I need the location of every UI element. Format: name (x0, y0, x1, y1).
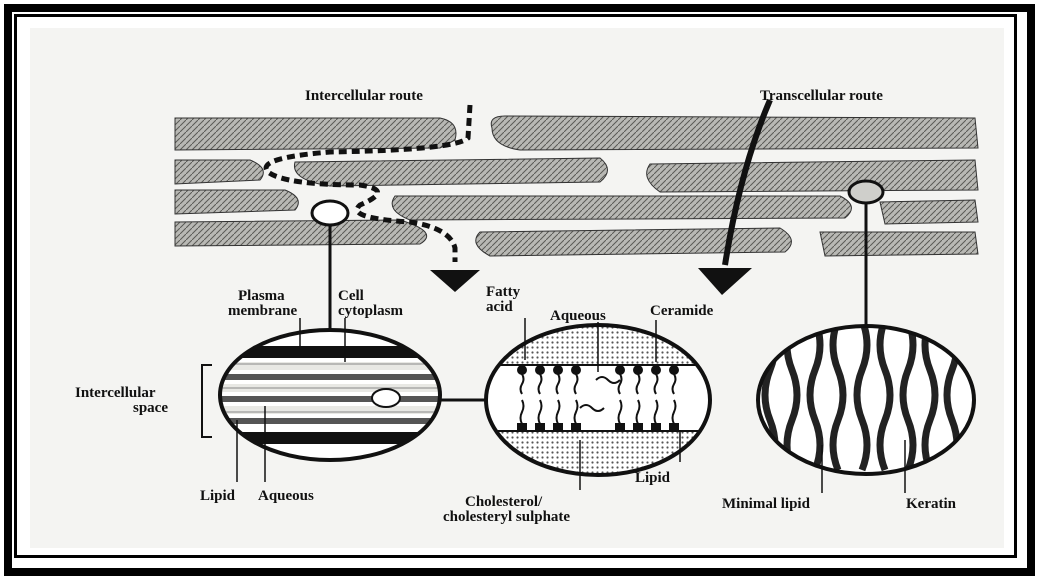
cholesterol-label-1: Cholesterol/ (465, 494, 543, 510)
left-lipid-label: Lipid (200, 488, 236, 504)
minimal-lipid-label: Minimal lipid (722, 496, 811, 512)
cell-row-4b (476, 228, 792, 256)
lipid-head-bottom (616, 424, 624, 430)
plasma-membrane-label-2: membrane (228, 303, 297, 319)
middle-lipid-label: Lipid (635, 470, 671, 486)
lipid-zoom-marker-left (312, 201, 348, 225)
ceramide-label: Ceramide (650, 303, 714, 319)
cell-row-2c (647, 160, 978, 192)
lipid-head-bottom (572, 424, 580, 430)
plasma-membrane-label-1: Plasma (238, 288, 285, 304)
lipid-head-top (652, 366, 660, 374)
lipid-head-top (616, 366, 624, 374)
lipid-head-bottom (536, 424, 544, 430)
lipid-head-top (670, 366, 678, 374)
left-zoom-circle (215, 330, 445, 460)
keratin-label: Keratin (906, 496, 957, 512)
cell-row-3c (880, 200, 978, 224)
middle-aqueous-label: Aqueous (550, 308, 606, 324)
fatty-acid-label-1: Fatty (486, 284, 521, 300)
intercellular-space-label-2: space (133, 400, 168, 416)
lipid-head-top (572, 366, 580, 374)
transcellular-route-label: Transcellular route (760, 88, 883, 104)
cholesterol-label-2: cholesteryl sulphate (443, 509, 570, 525)
left-aqueous-label: Aqueous (258, 488, 314, 504)
intercellular-route-label: Intercellular route (305, 88, 423, 104)
right-zoom-circle (758, 320, 974, 474)
cell-row-3a (175, 190, 298, 214)
cell-row-4a (175, 220, 427, 246)
lipid-head-bottom (554, 424, 562, 430)
lipid-head-bottom (634, 424, 642, 430)
cell-row-1a (175, 118, 456, 150)
lipid-head-bottom (518, 424, 526, 430)
cell-row-2a (175, 160, 263, 184)
lipid-head-top (536, 366, 544, 374)
transcellular-arrow-head (698, 268, 752, 295)
lipid-head-bottom (670, 424, 678, 430)
intercellular-space-label-1: Intercellular (75, 385, 156, 401)
cell-row-1b (491, 116, 978, 150)
lipid-head-top (518, 366, 526, 374)
lipid-head-top (634, 366, 642, 374)
intercellular-space-bracket (202, 365, 212, 437)
cell-cytoplasm-label-2: cytoplasm (338, 303, 404, 319)
lipid-head-bottom (652, 424, 660, 430)
fatty-acid-label-2: acid (486, 299, 513, 315)
cell-row-4c (820, 232, 978, 256)
lipid-head-top (554, 366, 562, 374)
intercellular-arrow-head (430, 270, 480, 292)
cell-cytoplasm-label-1: Cell (338, 288, 364, 304)
cell-row-2b (294, 158, 607, 186)
left-circle-inner-marker (372, 389, 400, 407)
keratin-zoom-marker-right (849, 181, 883, 203)
cell-row-3b (392, 196, 851, 220)
